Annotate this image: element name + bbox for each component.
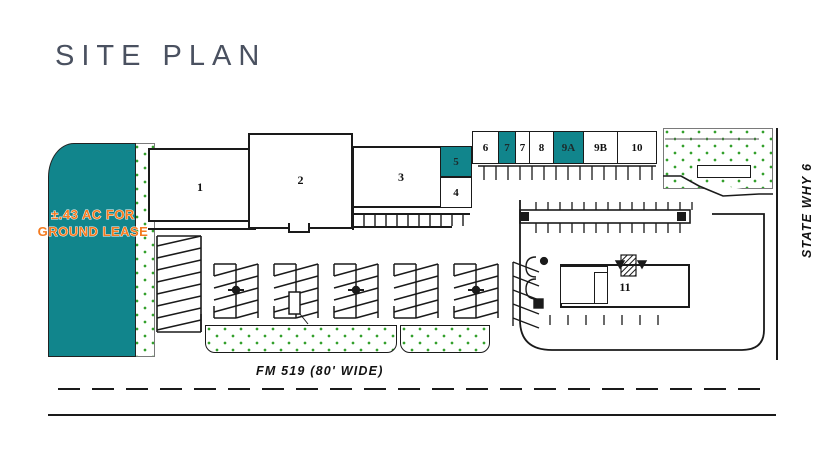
building-2-entry-notch <box>288 223 310 233</box>
building-3-canopy <box>352 226 452 228</box>
building-3[interactable]: 3 <box>352 146 450 208</box>
street-label-right: STATE WHY 6 <box>800 162 813 258</box>
building-3-label: 3 <box>398 170 404 184</box>
unit-6[interactable]: 6 <box>473 132 499 163</box>
building-11-vestibule <box>594 272 608 304</box>
unit-10-label: 10 <box>631 141 643 154</box>
building-2-label: 2 <box>297 173 304 187</box>
building-1-canopy <box>148 228 256 230</box>
building-11-site-details <box>525 256 659 325</box>
unit-5[interactable]: 5 <box>440 146 472 177</box>
unit-4-label: 4 <box>453 186 459 199</box>
angled-parking-bays <box>213 263 499 325</box>
east-drive-aisle <box>519 200 765 351</box>
building-1-label: 1 <box>197 180 203 194</box>
parking-row-center-west <box>352 213 470 230</box>
unit-9a-label: 9A <box>561 141 576 154</box>
state-hwy-6-edge <box>776 128 778 360</box>
unit-7-teal-label: 7 <box>504 141 510 154</box>
unit-10[interactable]: 10 <box>618 132 656 163</box>
page-title: SITE PLAN <box>55 40 267 72</box>
road-edge-line <box>48 414 776 416</box>
street-label-bottom: FM 519 (80' WIDE) <box>256 364 384 378</box>
unit-6-label: 6 <box>482 141 489 154</box>
unit-4[interactable]: 4 <box>440 177 472 208</box>
unit-9b[interactable]: 9B <box>584 132 618 163</box>
landscape-island-right <box>400 325 490 353</box>
building-2[interactable]: 2 <box>248 133 353 229</box>
west-angled-stalls-east-lot <box>512 261 540 329</box>
lease-label-text: GROUND LEASE <box>37 224 149 240</box>
unit-7-white[interactable]: 7 <box>516 132 530 163</box>
ground-lease-parcel[interactable]: ±.43 AC FOR GROUND LEASE <box>37 143 148 357</box>
lease-area-text: ±.43 AC FOR <box>51 207 135 223</box>
unit-8-label: 8 <box>538 141 545 154</box>
unit-7-white-label: 7 <box>519 141 526 154</box>
unit-9b-label: 9B <box>594 141 607 154</box>
building-1[interactable]: 1 <box>148 148 252 222</box>
monument-sign-pad <box>697 165 751 178</box>
unit-9a[interactable]: 9A <box>554 132 584 163</box>
unit-8[interactable]: 8 <box>530 132 554 163</box>
landscape-island-left <box>205 325 397 353</box>
parking-row-strip-front <box>478 165 656 180</box>
angled-parking-west <box>156 235 202 333</box>
landscape-boundary-northeast <box>663 138 773 197</box>
unit-5-label: 5 <box>453 155 459 168</box>
building-11-label: 11 <box>619 280 631 294</box>
road-centerline <box>58 388 764 390</box>
unit-7-teal[interactable]: 7 <box>499 132 516 163</box>
